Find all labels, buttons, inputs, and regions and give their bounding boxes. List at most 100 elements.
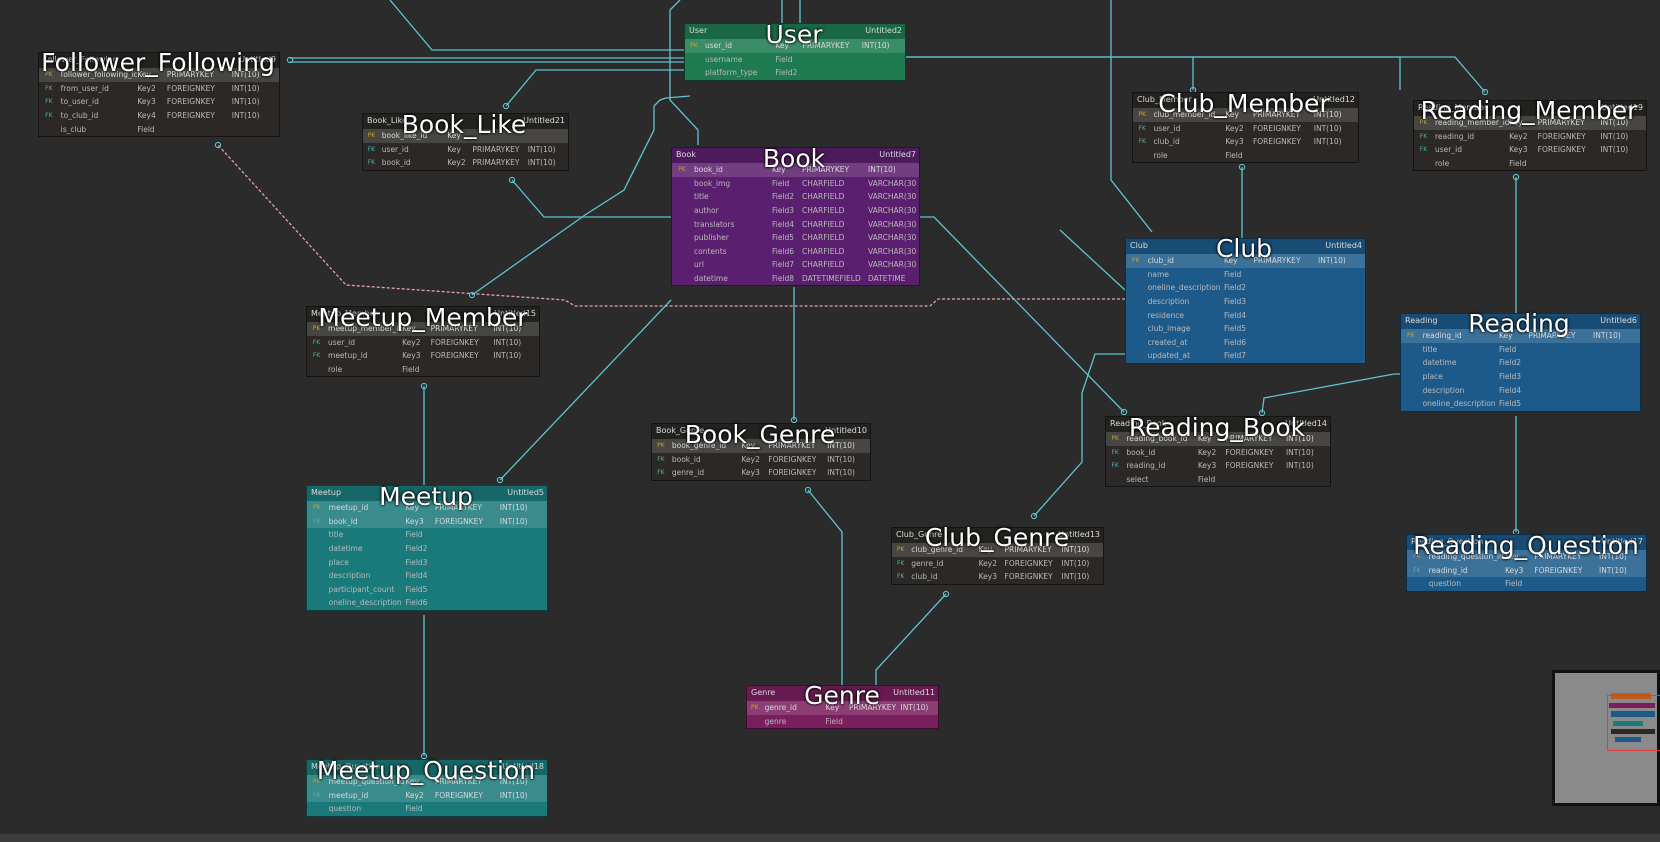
relation-line[interactable] xyxy=(389,0,684,51)
relation-line[interactable] xyxy=(905,56,1401,90)
relation-line[interactable] xyxy=(1033,353,1125,517)
relation-line[interactable] xyxy=(875,593,947,685)
relation-line[interactable] xyxy=(499,299,672,481)
relation-line[interactable] xyxy=(781,0,801,23)
relation-line[interactable] xyxy=(905,56,1486,93)
relation-line[interactable] xyxy=(1059,229,1126,291)
relation-line[interactable] xyxy=(807,489,843,685)
relation-line[interactable] xyxy=(1110,0,1153,233)
relation-line[interactable] xyxy=(290,57,684,63)
relation-line[interactable] xyxy=(511,179,671,218)
relation-line[interactable] xyxy=(1261,373,1400,414)
